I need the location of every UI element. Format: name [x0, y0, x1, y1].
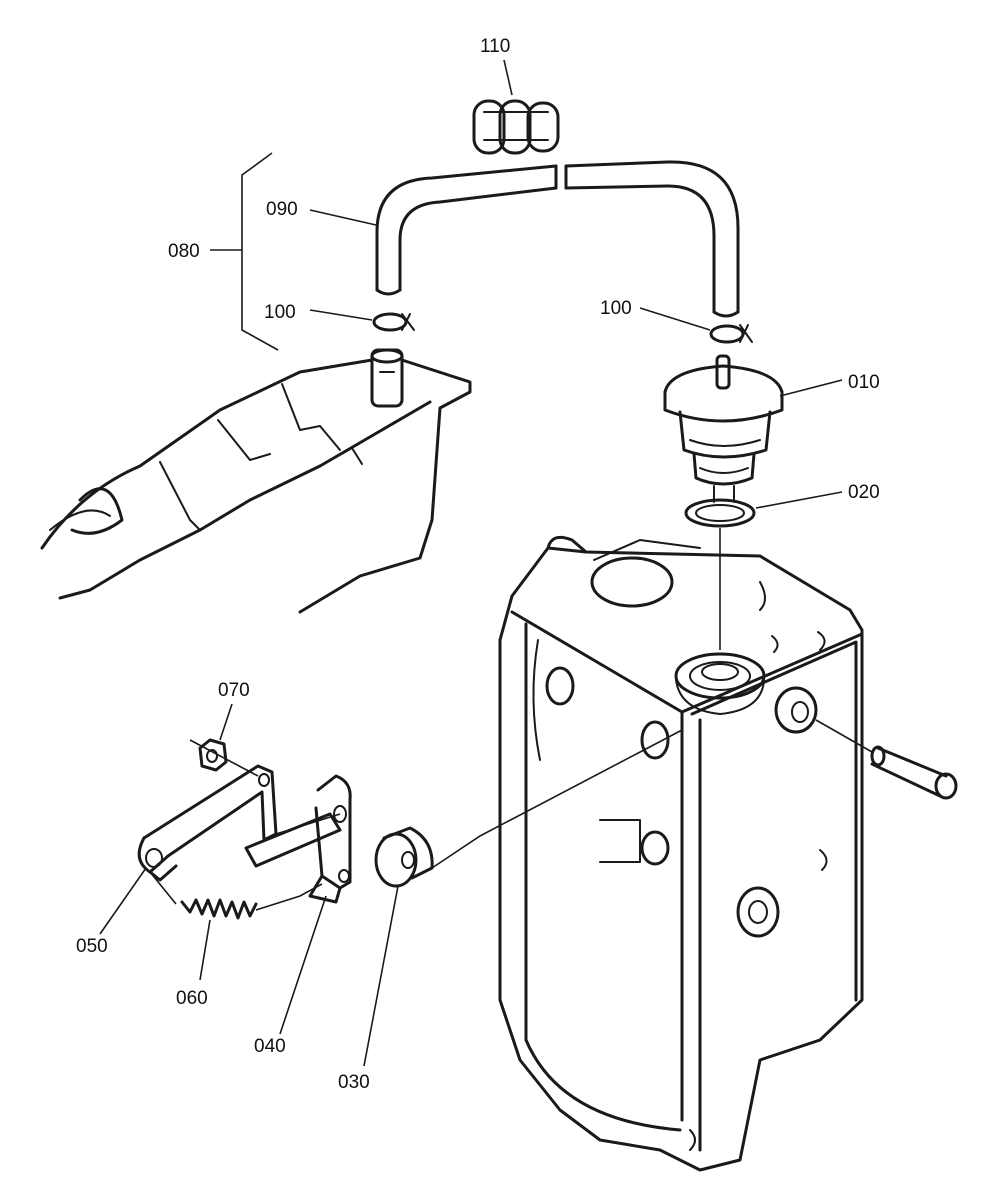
part-020-o-ring [684, 498, 756, 528]
callout-060: 060 [176, 988, 208, 1009]
callout-labels: 110 090 080 100 100 010 020 070 050 060 … [76, 36, 880, 1093]
governor-shaft-pin [774, 686, 958, 800]
callout-100-right: 100 [600, 298, 632, 319]
part-040-governor-arm [244, 774, 352, 904]
part-010-breather-valve [663, 354, 784, 503]
callout-050: 050 [76, 936, 108, 957]
engine-cylinder-cover [40, 348, 472, 614]
callout-080: 080 [168, 241, 200, 262]
part-100-clamp-right [709, 324, 753, 344]
callout-070: 070 [218, 680, 250, 701]
callout-020: 020 [848, 482, 880, 503]
part-110-hose-clip [472, 99, 560, 155]
callout-040: 040 [254, 1036, 286, 1057]
callout-030: 030 [338, 1072, 370, 1093]
part-100-clamp-left [372, 312, 415, 332]
part-090-breather-hose [375, 160, 740, 318]
part-060-return-spring [149, 871, 323, 920]
callout-100-left: 100 [264, 302, 296, 323]
part-070-nut [189, 738, 259, 777]
crankcase-housing [498, 535, 864, 1172]
callout-010: 010 [848, 372, 880, 393]
callout-leaders [99, 59, 843, 1067]
part-080-assembly-bracket [241, 152, 279, 351]
callout-110: 110 [480, 36, 510, 57]
callout-090: 090 [266, 199, 298, 220]
part-030-bushing [374, 729, 683, 888]
